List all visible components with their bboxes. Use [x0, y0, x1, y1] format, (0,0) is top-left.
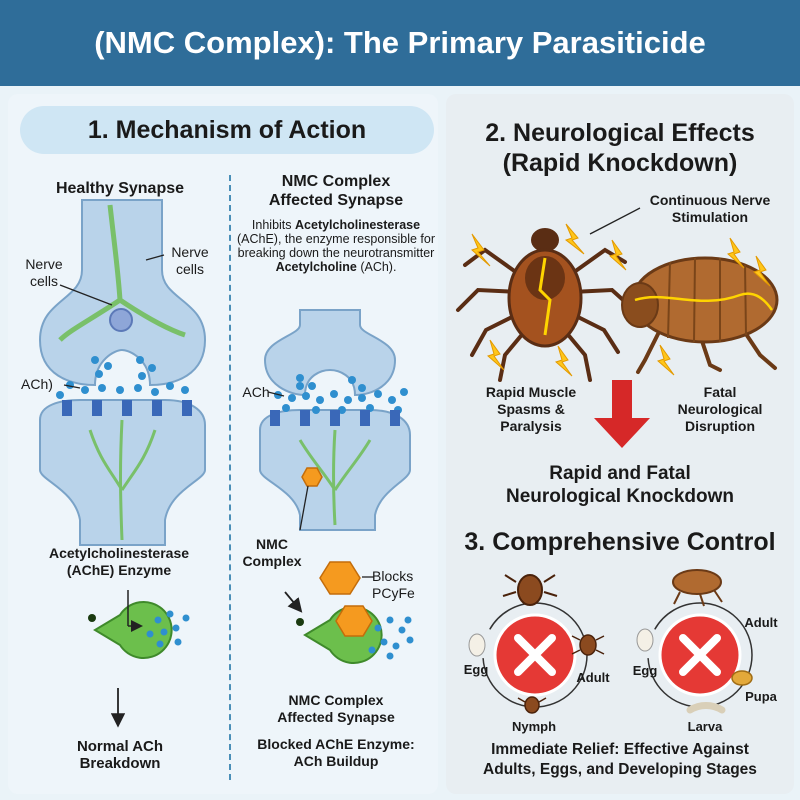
tick-nymph-icon [517, 696, 547, 714]
healthy-enzyme-label: Acetylcholinesterase(AChE) Enzyme [48, 545, 190, 578]
affected-enzyme-illustration [284, 561, 414, 664]
lightning-icons [471, 223, 771, 377]
healthy-synapse-title: Healthy Synapse [55, 180, 185, 197]
section2-heading: 2. Neurological Effects(Rapid Knockdown) [485, 119, 755, 177]
affected-synapse-illustration [259, 309, 411, 531]
flea-larva-icon [686, 702, 726, 714]
section1-heading: 1. Mechanism of Action [87, 116, 367, 144]
tick-egg-icon [468, 633, 486, 657]
tick-adult-label: Adult [576, 670, 610, 685]
affected-description: Inhibits Acetylcholinesterase (AChE), th… [236, 218, 435, 274]
healthy-ach-label: ACh) [21, 376, 53, 392]
flea-pupa-icon [731, 670, 753, 686]
flea-illustration [621, 256, 779, 374]
flea-life-cycle [636, 569, 753, 714]
flea-pupa-label: Pupa [745, 689, 777, 704]
healthy-receptors [62, 400, 192, 416]
flea-adult-icon [672, 569, 723, 607]
flea-larva-label: Larva [687, 719, 723, 734]
flea-adult-label: Adult [744, 615, 778, 630]
tick-nymph-label: Nymph [511, 719, 557, 734]
panel-divider [229, 175, 231, 780]
tick-adult-icon [502, 574, 558, 606]
tick-life-cycle [468, 574, 605, 714]
nmc-molecule-small [301, 467, 323, 487]
tick-small-adult-icon [571, 634, 605, 656]
healthy-enzyme-illustration [88, 590, 190, 728]
section3-heading: 3. Comprehensive Control [464, 528, 776, 556]
healthy-ach-dots [56, 356, 189, 399]
page-title: (NMC Complex): The Primary Parasiticide [94, 25, 706, 60]
down-arrow-icon [594, 380, 650, 448]
affected-ach-label: ACh [242, 384, 270, 400]
flea-egg-label: Egg [632, 663, 658, 678]
affected-outcome-label: Blocked AChE Enzyme:ACh Buildup [257, 736, 415, 769]
healthy-synapse-illustration [38, 199, 207, 546]
header-bar [0, 0, 800, 86]
section1-heading-pill [20, 106, 434, 154]
tick-egg-label: Egg [463, 662, 489, 677]
flea-egg-icon [636, 628, 654, 652]
tick-illustration [456, 228, 634, 382]
